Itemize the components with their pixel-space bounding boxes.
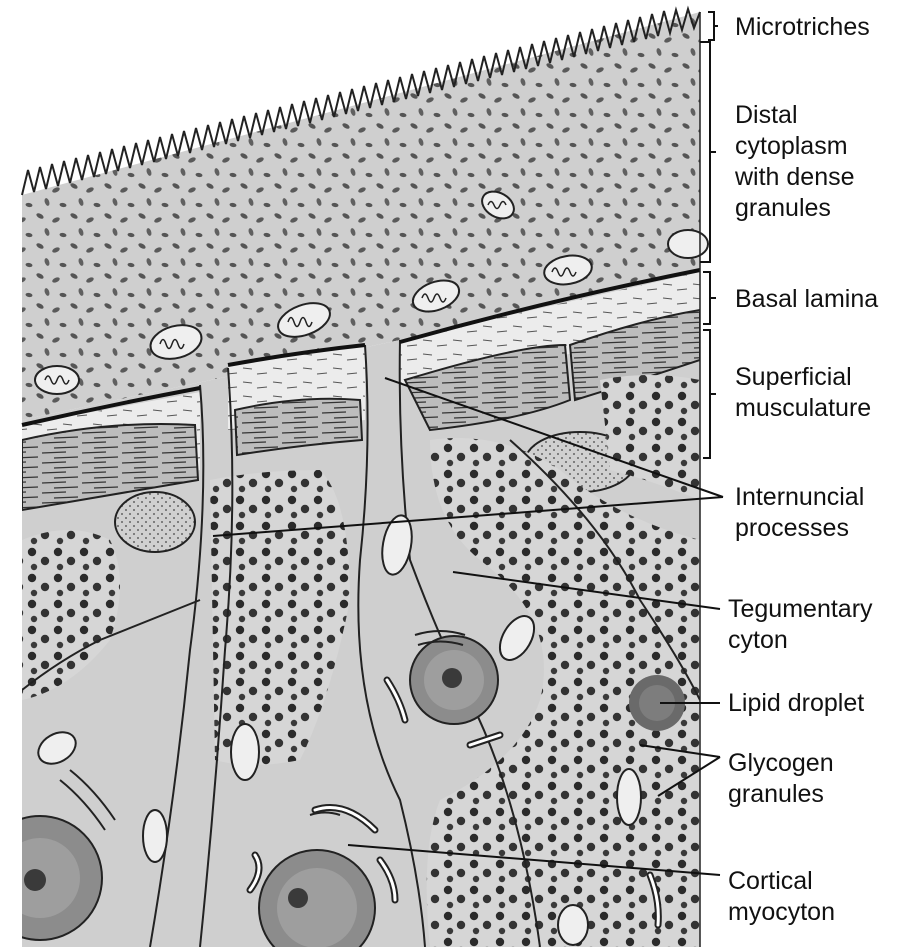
label-cortical-myocyton: Cortical myocyton [728, 866, 835, 928]
label-lipid-droplet: Lipid droplet [728, 688, 864, 719]
label-internuncial-processes: Internuncial processes [735, 482, 864, 544]
label-superficial-musculature: Superficial musculature [735, 362, 871, 424]
label-tegumentary-cyton: Tegumentary cyton [728, 594, 873, 656]
label-glycogen-granules: Glycogen granules [728, 748, 834, 810]
mitochondrion [558, 905, 588, 945]
mitochondrion [143, 810, 167, 862]
label-microtriches: Microtriches [735, 12, 870, 43]
mitochondrion [231, 724, 259, 780]
tegumentary-cyton-nucleus [410, 636, 498, 724]
mitochondrion [617, 769, 641, 825]
mitochondrion [668, 230, 708, 258]
mitochondrion [35, 366, 79, 394]
label-distal-cytoplasm: Distal cytoplasm with dense granules [735, 100, 855, 224]
label-basal-lamina: Basal lamina [735, 284, 878, 315]
